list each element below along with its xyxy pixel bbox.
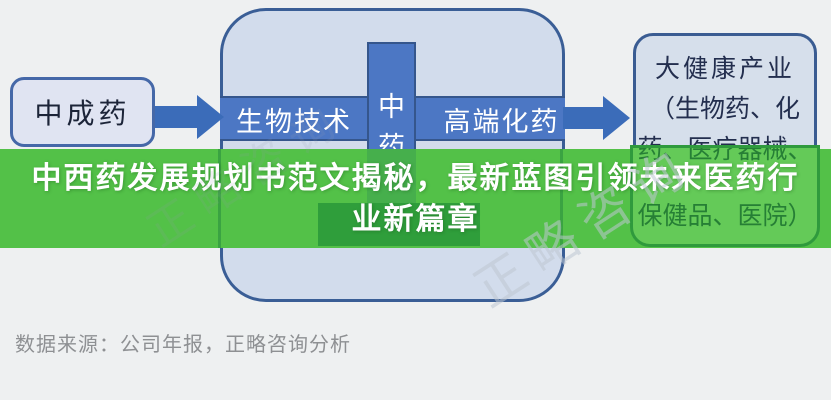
arrow-left-head-icon xyxy=(197,95,224,139)
ghost-container-right-border xyxy=(560,149,563,248)
arrow-right-head-icon xyxy=(603,96,630,140)
tcm-column-char-top: 中 xyxy=(378,92,405,123)
banner-title-line-1: 中西药发展规划书范文揭秘，最新蓝图引领未来医药行 xyxy=(31,161,800,196)
band-label-highend-chem: 高端化药 xyxy=(443,106,560,138)
ghost-tcm-column xyxy=(367,149,416,203)
title-banner: 药、医疗器械、 保健品、医院） 中西药发展规划书范文揭秘，最新蓝图引领未来医药行… xyxy=(0,145,831,248)
arrow-right-shaft xyxy=(563,107,605,129)
target-box-line-2: （生物药、化 xyxy=(649,94,800,123)
ghost-target-box: 药、医疗器械、 保健品、医院） xyxy=(630,145,820,247)
ghost-target-line-3: 药、医疗器械、 xyxy=(637,145,813,164)
source-box-label: 中成药 xyxy=(34,97,131,130)
ghost-tcm-base-box xyxy=(318,203,480,246)
banner-title-line-2: 业新篇章 xyxy=(351,202,480,237)
arrow-left-shaft xyxy=(155,106,200,128)
target-box-line-1: 大健康产业 xyxy=(654,54,795,83)
source-box-zhongchengyao: 中成药 xyxy=(10,77,155,147)
data-source-note: 数据来源：公司年报，正略咨询分析 xyxy=(15,332,351,356)
ghost-container-left-border xyxy=(218,149,221,248)
band-label-biotech: 生物技术 xyxy=(236,106,352,138)
ghost-target-line-4: 保健品、医院） xyxy=(637,201,813,230)
